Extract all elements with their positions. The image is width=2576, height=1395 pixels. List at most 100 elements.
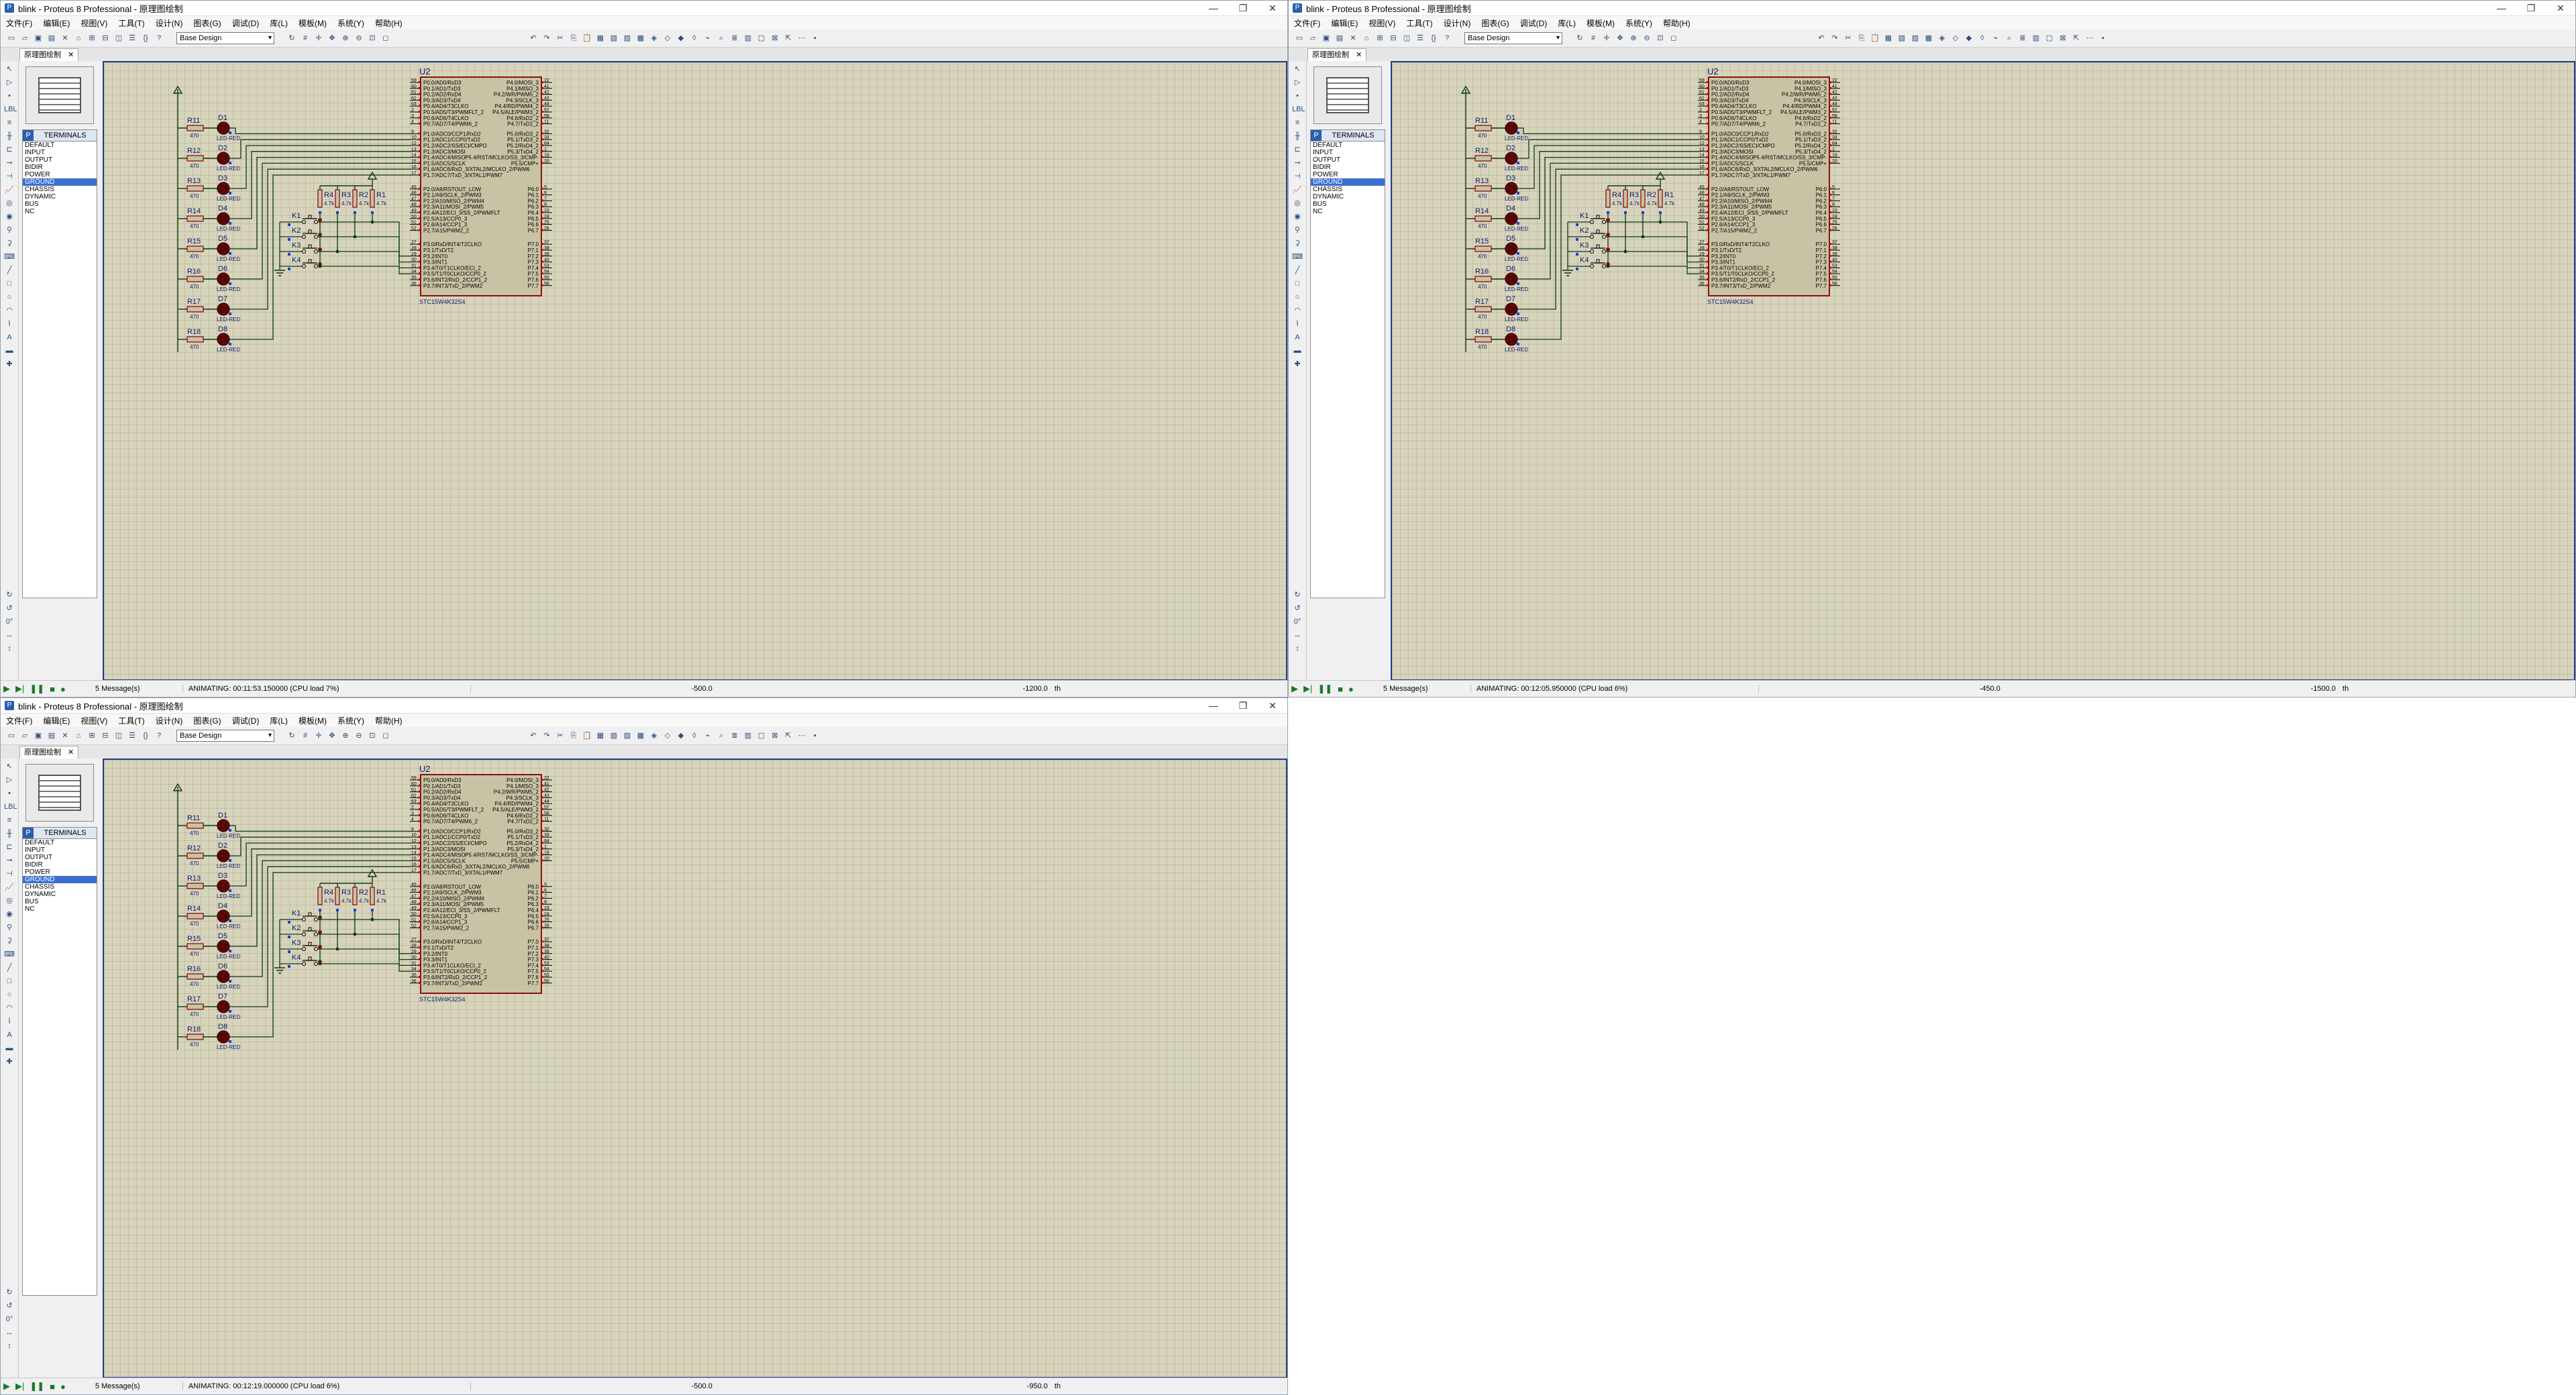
led-resistor[interactable]	[1474, 215, 1492, 222]
netlist-icon[interactable]: ⋯	[798, 34, 806, 42]
pullup-resistor[interactable]	[1640, 189, 1646, 208]
menu-design[interactable]: 设计(N)	[155, 716, 183, 726]
led-resistor[interactable]	[1474, 336, 1492, 343]
power-terminal-icon[interactable]	[172, 783, 183, 791]
line-icon[interactable]: ╱	[7, 964, 12, 972]
pcb-icon[interactable]: ⊟	[102, 34, 109, 42]
refresh-icon[interactable]: ↻	[288, 34, 295, 42]
led-resistor[interactable]	[186, 245, 204, 252]
pullup-resistor[interactable]	[1658, 189, 1663, 208]
led-red-icon[interactable]	[217, 970, 230, 983]
led-red-icon[interactable]	[217, 849, 230, 862]
component-mode-icon[interactable]: ▷	[6, 776, 13, 784]
pullup-resistor[interactable]	[352, 887, 358, 905]
cut-icon[interactable]: ✂	[1845, 34, 1851, 42]
close-button[interactable]: ✕	[1269, 2, 1277, 13]
zoom-in-icon[interactable]: ⊕	[1630, 34, 1637, 42]
make-device-icon[interactable]: ◇	[664, 732, 671, 740]
design-variant-select[interactable]: Base Design	[1464, 32, 1562, 44]
voltage-probe-icon[interactable]: ⚲	[6, 924, 13, 932]
search-icon[interactable]: ⌕	[718, 732, 724, 740]
bom-icon[interactable]: ☰	[129, 34, 136, 42]
menu-file[interactable]: 文件(F)	[6, 18, 33, 28]
component-mode-icon[interactable]: ▷	[6, 78, 13, 87]
box-icon[interactable]: □	[7, 977, 12, 985]
stop-button[interactable]: ■	[1338, 683, 1344, 694]
led-resistor[interactable]	[186, 883, 204, 889]
copy-icon[interactable]: ⎘	[570, 732, 577, 740]
packaging-icon[interactable]: ◆	[678, 34, 684, 42]
paste-icon[interactable]: 📋	[1870, 34, 1880, 42]
pullup-resistor[interactable]	[1605, 189, 1611, 208]
terminal-item-ground[interactable]: GROUND	[23, 178, 97, 186]
make-device-icon[interactable]: ◇	[1952, 34, 1959, 42]
origin-icon[interactable]: ✛	[315, 732, 322, 740]
restore-button[interactable]: ❐	[2526, 2, 2536, 13]
pan-icon[interactable]: ✥	[329, 34, 335, 42]
arc-icon[interactable]: ◠	[6, 306, 13, 315]
box-icon[interactable]: □	[7, 280, 12, 288]
stop-button[interactable]: ■	[50, 1381, 56, 1392]
menu-view[interactable]: 视图(V)	[80, 716, 108, 726]
netlist-icon[interactable]: ⋯	[798, 732, 806, 740]
pan-icon[interactable]: ✥	[329, 732, 335, 740]
junction-dot-icon[interactable]: •	[8, 92, 11, 100]
terminal-item-bus[interactable]: BUS	[25, 201, 39, 208]
source-code-icon[interactable]: {}	[143, 34, 148, 42]
led-red-icon[interactable]	[217, 819, 230, 832]
block-delete-icon[interactable]: ▩	[637, 34, 645, 42]
menu-template[interactable]: 模板(M)	[1587, 18, 1615, 28]
terminal-item-bus[interactable]: BUS	[1313, 201, 1327, 208]
power-terminal-icon[interactable]	[367, 869, 378, 877]
selection-mode-icon[interactable]: ↖	[6, 65, 13, 73]
message-count[interactable]: 5 Message(s)	[95, 1382, 140, 1390]
subcircuit-icon[interactable]: ⊏	[1294, 146, 1301, 154]
flip-horizontal-icon[interactable]: ↔	[5, 631, 13, 639]
virtual-instrument-icon[interactable]: ⌨	[1292, 253, 1303, 261]
property-tool-icon[interactable]: ≣	[731, 732, 738, 740]
terminal-item-power[interactable]: POWER	[25, 869, 50, 876]
new-file-icon[interactable]: ▭	[7, 732, 15, 740]
terminal-item-dynamic[interactable]: DYNAMIC	[25, 193, 56, 201]
terminal-item-ground[interactable]: GROUND	[23, 876, 97, 883]
path-icon[interactable]: ⌇	[1295, 320, 1299, 328]
terminal-mode-icon[interactable]: ⊸	[6, 856, 13, 864]
menu-tools[interactable]: 工具(T)	[118, 18, 145, 28]
current-probe-icon[interactable]: ⚳	[6, 937, 13, 945]
pullup-resistor[interactable]	[335, 189, 340, 208]
cut-icon[interactable]: ✂	[557, 34, 564, 42]
menu-help[interactable]: 帮助(H)	[1663, 18, 1690, 28]
terminal-item-output[interactable]: OUTPUT	[1313, 156, 1341, 164]
pick-device-icon[interactable]: ◈	[651, 732, 657, 740]
virtual-instrument-icon[interactable]: ⌨	[4, 253, 15, 261]
led-resistor[interactable]	[1474, 125, 1492, 131]
zoom-all-icon[interactable]: ⊡	[369, 34, 376, 42]
ares-icon[interactable]: ▪	[814, 732, 816, 740]
close-project-icon[interactable]: ✕	[62, 732, 68, 740]
led-red-icon[interactable]	[1505, 272, 1518, 286]
led-resistor[interactable]	[186, 1034, 204, 1040]
box-icon[interactable]: □	[1295, 280, 1300, 288]
power-terminal-icon[interactable]	[1460, 85, 1471, 94]
block-rotate-icon[interactable]: ▨	[1911, 34, 1919, 42]
overview-window[interactable]	[1313, 66, 1382, 124]
block-copy-icon[interactable]: ▦	[596, 34, 604, 42]
terminal-item-output[interactable]: OUTPUT	[25, 854, 53, 861]
marker-icon[interactable]: ✚	[6, 360, 13, 368]
home-icon[interactable]: ⌂	[1364, 34, 1369, 42]
led-resistor[interactable]	[186, 336, 204, 343]
zoom-out-icon[interactable]: ⊖	[1644, 34, 1650, 42]
flip-vertical-icon[interactable]: ↕	[1295, 645, 1299, 653]
ground-icon[interactable]	[274, 967, 285, 974]
flip-horizontal-icon[interactable]: ↔	[1293, 631, 1301, 639]
terminal-item-chassis[interactable]: CHASSIS	[25, 186, 54, 193]
chip-body[interactable]	[420, 76, 542, 296]
rotate-cw-icon[interactable]: ↻	[1294, 591, 1301, 599]
led-resistor[interactable]	[186, 125, 204, 131]
symbol-icon[interactable]: ▬	[5, 1044, 13, 1052]
source-code-icon[interactable]: {}	[1431, 34, 1436, 42]
play-button[interactable]: ▶	[3, 1381, 10, 1391]
terminal-mode-icon[interactable]: ⊸	[6, 159, 13, 167]
packaging-icon[interactable]: ◆	[1966, 34, 1972, 42]
